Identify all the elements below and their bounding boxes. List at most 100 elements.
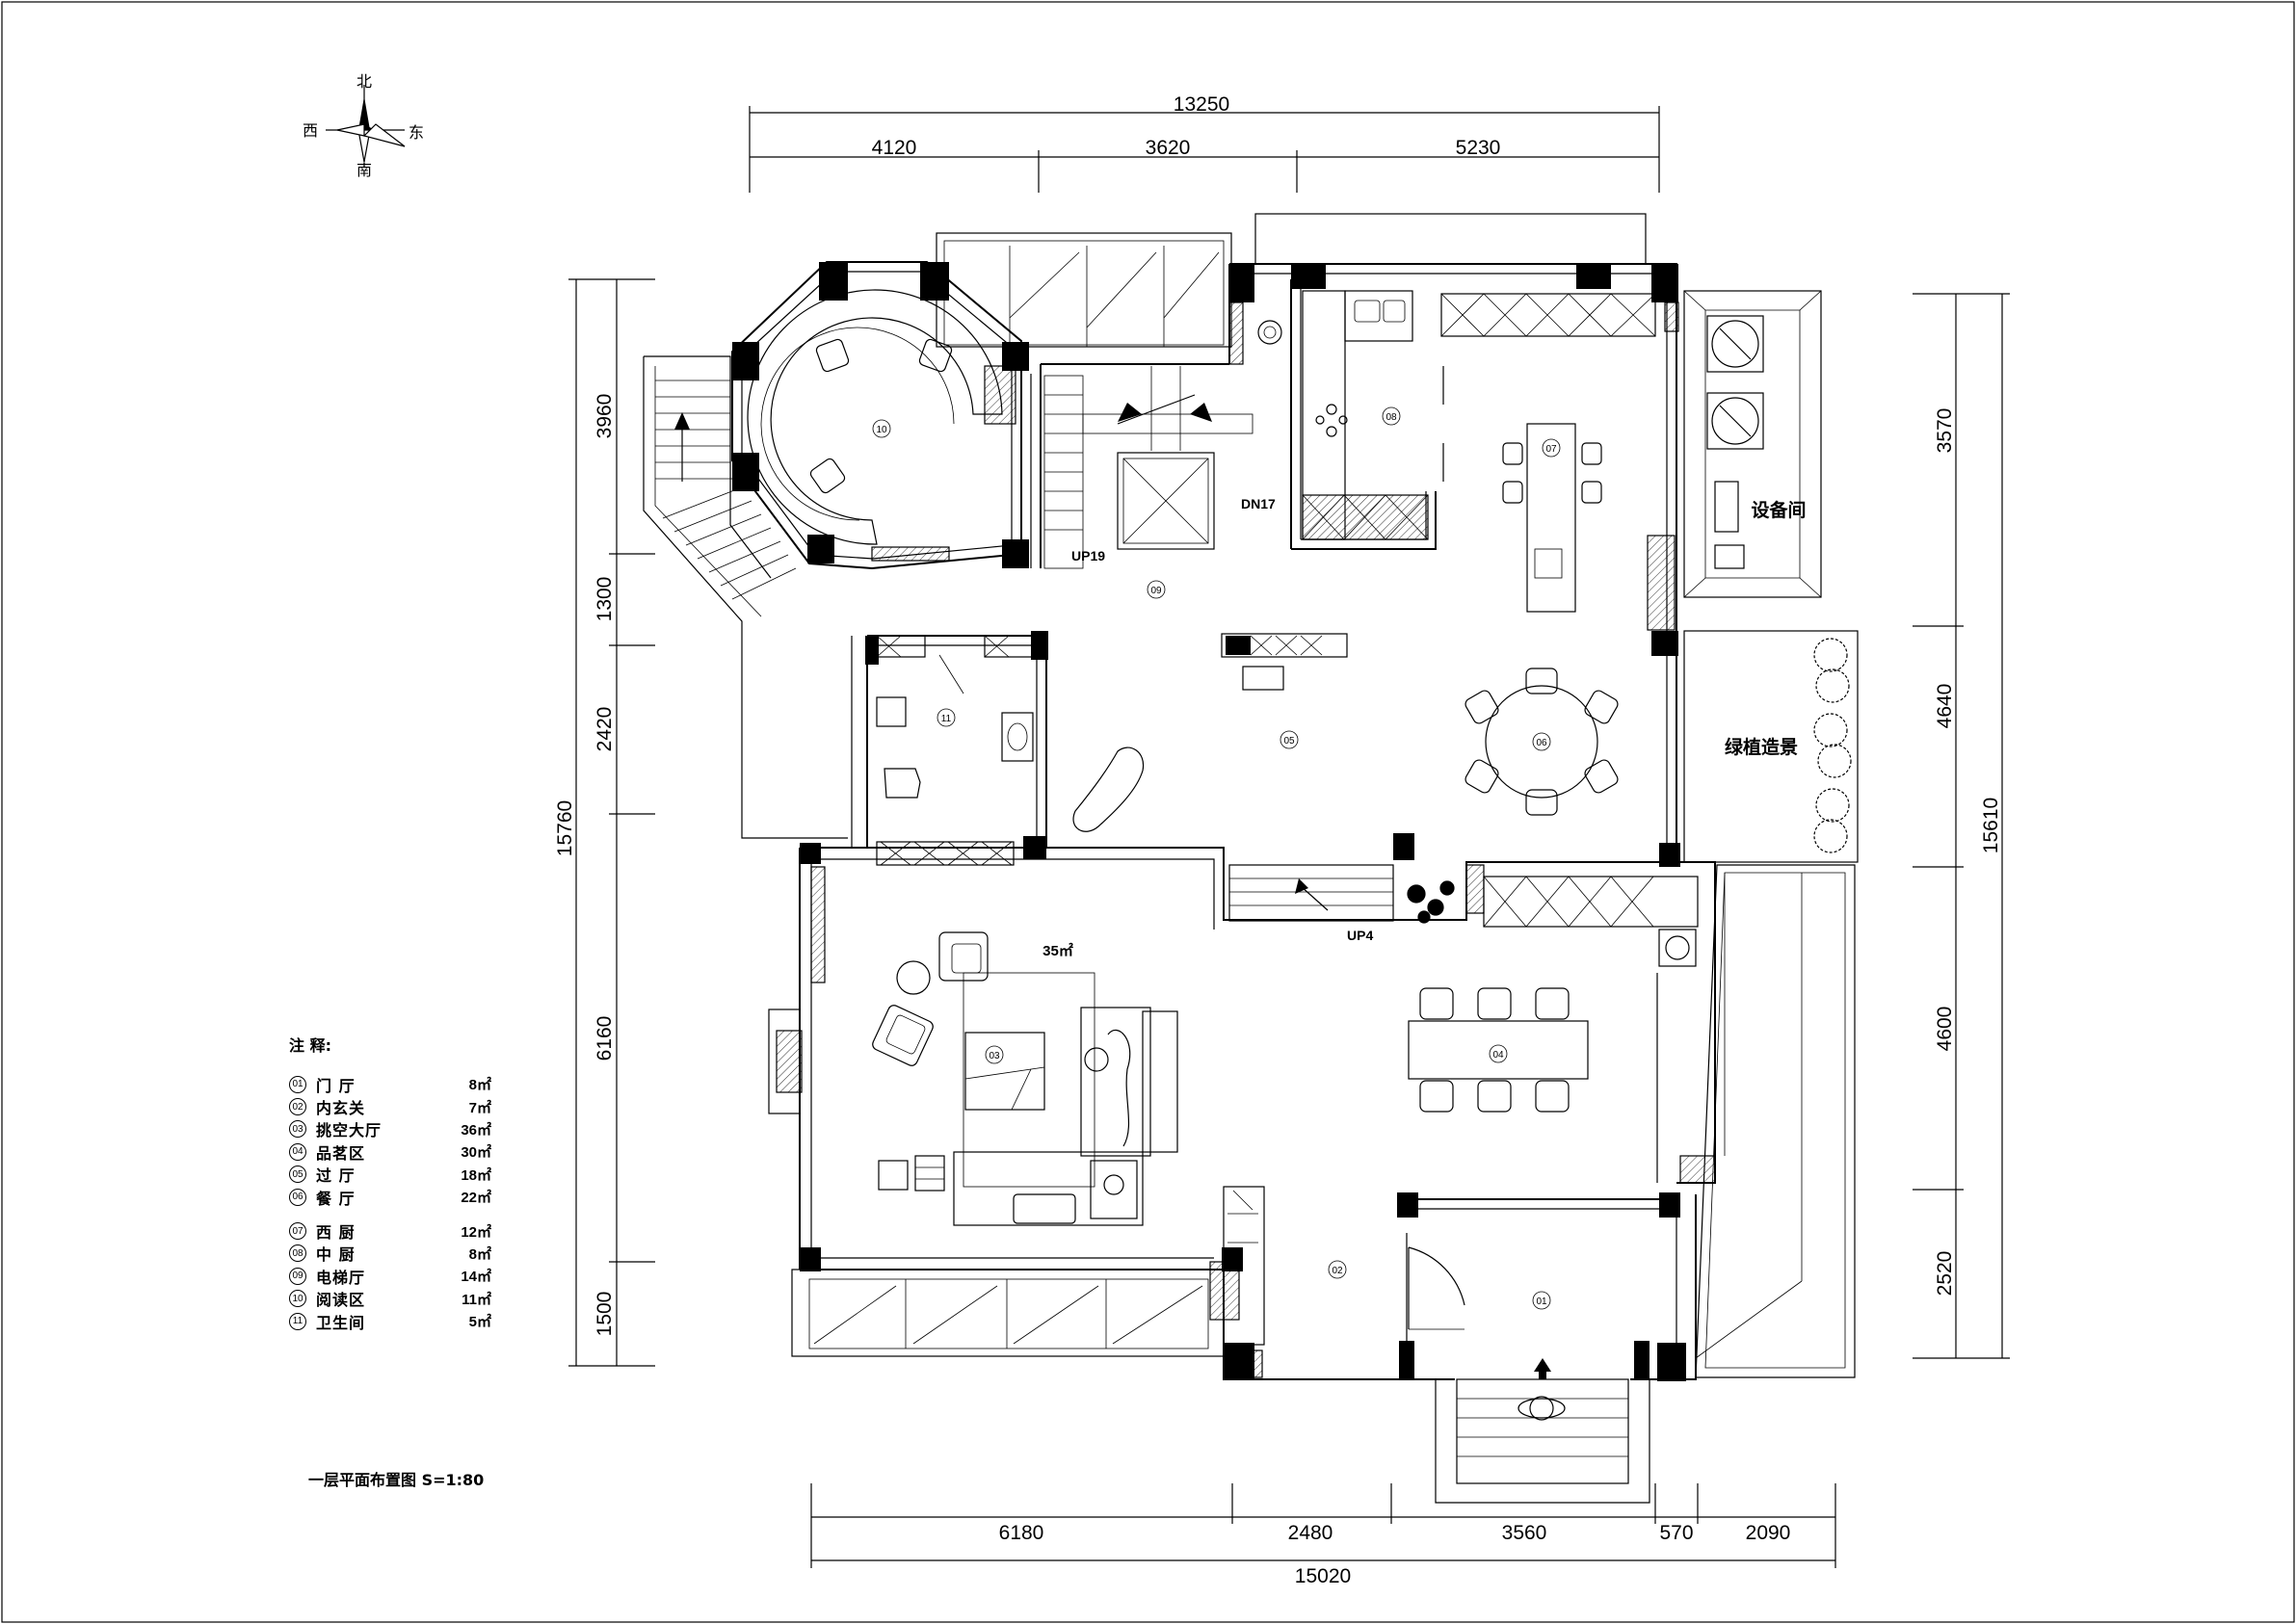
dim-left-seg-3: 2420 xyxy=(594,707,616,752)
room-marker-09: 09 xyxy=(1147,580,1166,599)
east-terrace xyxy=(1695,864,1856,1378)
legend-name: 过 厅 xyxy=(316,1166,356,1186)
legend-area: 7㎡ xyxy=(468,1099,491,1116)
passage-hall-05 xyxy=(876,633,1348,866)
svg-text:10: 10 xyxy=(876,425,887,435)
area-35-label: 35㎡ xyxy=(1042,942,1073,959)
legend-area: 11㎡ xyxy=(462,1291,491,1308)
legend-area: 8㎡ xyxy=(468,1245,491,1263)
legend-number: 01 xyxy=(289,1075,306,1093)
legend-spacer xyxy=(289,1208,491,1219)
dim-bottom-seg-5: 2090 xyxy=(1746,1522,1791,1544)
compass-north-label: 北 xyxy=(356,72,372,91)
svg-text:07: 07 xyxy=(1545,444,1557,455)
equipment-room-label: 设备间 xyxy=(1751,499,1806,521)
compass-icon: 北 南 东 西 xyxy=(303,72,424,179)
foyer-02-entry-01 xyxy=(1223,1186,1650,1504)
east-cabinets xyxy=(1483,876,1699,967)
dimension-left: 15760 3960 1300 2420 6160 1500 xyxy=(554,278,655,1367)
legend-name: 卫生间 xyxy=(316,1313,366,1332)
legend-number: 03 xyxy=(289,1120,306,1139)
dimension-top: 13250 4120 3620 5230 xyxy=(749,93,1660,193)
dimension-right: 3570 4640 4600 2520 15610 xyxy=(1913,293,2010,1359)
legend-name: 品茗区 xyxy=(316,1143,366,1163)
dim-top-seg-2: 3620 xyxy=(1146,137,1191,159)
legend-name: 门 厅 xyxy=(316,1076,356,1095)
legend-name: 中 厨 xyxy=(316,1245,356,1265)
svg-text:09: 09 xyxy=(1150,586,1162,596)
dim-right-seg-1: 3570 xyxy=(1934,408,1956,454)
legend-number: 08 xyxy=(289,1244,306,1263)
plant-icon xyxy=(1407,880,1455,924)
compass-east-label: 东 xyxy=(409,123,424,142)
western-kitchen-07 xyxy=(1440,293,1656,613)
room-marker-02: 02 xyxy=(1328,1260,1347,1279)
legend-title: 注 释: xyxy=(289,1036,331,1055)
legend-number: 04 xyxy=(289,1142,306,1161)
dim-bottom-seg-1: 6180 xyxy=(999,1522,1044,1544)
bathroom-11 xyxy=(876,635,1034,799)
legend-row: 02 内玄关 7㎡ xyxy=(289,1095,491,1117)
legend-row: 11 卫生间 5㎡ xyxy=(289,1310,491,1332)
dim-bottom-seg-2: 2480 xyxy=(1288,1522,1333,1544)
room-marker-03: 03 xyxy=(985,1045,1004,1064)
legend-name: 西 厨 xyxy=(316,1223,356,1243)
room-marker-06: 06 xyxy=(1532,732,1551,751)
room-marker-11: 11 xyxy=(937,708,956,727)
room-marker-07: 07 xyxy=(1542,438,1561,458)
legend-area: 36㎡ xyxy=(461,1121,491,1139)
compass-south-label: 南 xyxy=(356,161,372,179)
tea-area-04 xyxy=(1408,987,1589,1113)
person-icon xyxy=(1517,1396,1566,1421)
legend-area: 14㎡ xyxy=(461,1269,491,1286)
dining-06 xyxy=(1465,668,1619,816)
legend-name: 电梯厅 xyxy=(316,1268,366,1287)
legend-name: 阅读区 xyxy=(316,1291,366,1310)
legend-row: 09 电梯厅 14㎡ xyxy=(289,1265,491,1287)
svg-text:06: 06 xyxy=(1536,738,1547,748)
room-number-markers: 01 02 03 04 05 06 07 08 09 10 11 xyxy=(872,406,1561,1310)
room-marker-05: 05 xyxy=(1280,730,1299,749)
dim-bottom-seg-3: 3560 xyxy=(1502,1522,1547,1544)
legend-number: 02 xyxy=(289,1098,306,1116)
legend-number: 09 xyxy=(289,1267,306,1285)
legend-name: 挑空大厅 xyxy=(316,1121,383,1140)
stair-up19-label: UP19 xyxy=(1071,548,1105,563)
equipment-room: 设备间 xyxy=(1683,290,1822,598)
stair-elevator-hall: UP19 DN17 xyxy=(1043,366,1276,569)
legend-row: 01 门 厅 8㎡ xyxy=(289,1073,491,1095)
dim-left-seg-4: 6160 xyxy=(594,1016,616,1061)
dim-right-seg-2: 4640 xyxy=(1934,684,1956,729)
room-marker-04: 04 xyxy=(1489,1044,1508,1063)
reading-room-10 xyxy=(731,261,1029,570)
legend-name: 内玄关 xyxy=(316,1099,366,1118)
drawing-caption: 一层平面布置图 S=1:80 xyxy=(308,1471,485,1489)
legend-area: 8㎡ xyxy=(468,1077,491,1094)
legend-area: 12㎡ xyxy=(461,1223,491,1241)
svg-text:02: 02 xyxy=(1332,1266,1343,1276)
legend-number: 11 xyxy=(289,1312,306,1330)
stair-up4-label: UP4 xyxy=(1347,928,1373,943)
dim-right-total: 15610 xyxy=(1980,798,2002,853)
legend-area: 30㎡ xyxy=(461,1144,491,1162)
legend-area: 5㎡ xyxy=(468,1314,491,1331)
svg-text:03: 03 xyxy=(989,1051,1000,1061)
legend-number: 07 xyxy=(289,1222,306,1241)
up4-steps: UP4 xyxy=(1228,864,1455,943)
svg-text:11: 11 xyxy=(941,714,952,724)
svg-text:01: 01 xyxy=(1536,1297,1547,1307)
legend-row: 04 品茗区 30㎡ xyxy=(289,1140,491,1163)
west-exterior-stair xyxy=(643,355,848,839)
room-marker-10: 10 xyxy=(872,419,891,438)
legend-row: 08 中 厨 8㎡ xyxy=(289,1243,491,1265)
dim-right-seg-3: 4600 xyxy=(1934,1007,1956,1052)
legend-number: 05 xyxy=(289,1166,306,1184)
living-hall-03: 35㎡ xyxy=(768,931,1225,1357)
